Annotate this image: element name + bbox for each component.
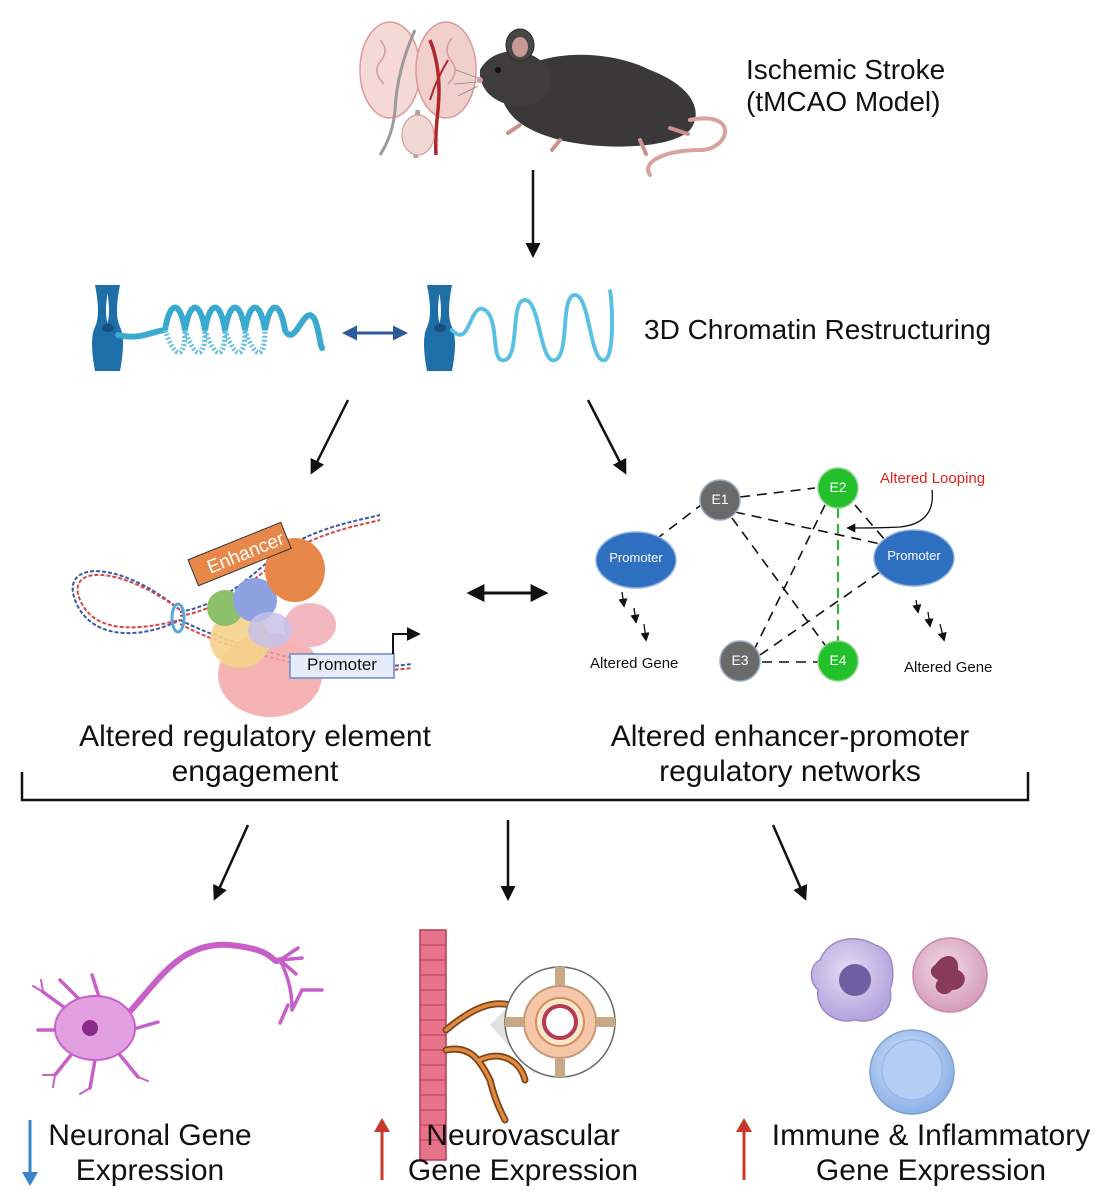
- immune-line2: Gene Expression: [815, 1153, 1047, 1187]
- node-e3-label: E3: [731, 652, 749, 668]
- stroke-title: Ischemic Stroke (tMCAO Model): [746, 54, 945, 118]
- node-promoter-right-label: Promoter: [887, 548, 941, 563]
- stroke-title-line2: (tMCAO Model): [746, 86, 941, 118]
- node-promoter-left: [595, 531, 677, 589]
- chromatin-condensed-fiber: [115, 304, 325, 351]
- neuron-illustration: [32, 941, 324, 1095]
- tss-arrow-icon: [392, 627, 421, 654]
- immune-line1: Immune & Inflammatory: [771, 1119, 1091, 1152]
- gene-arrows-right: [912, 599, 947, 642]
- merge-bracket: [20, 772, 1030, 802]
- node-e4: [817, 640, 859, 682]
- altered-gene-left: Altered Gene: [590, 655, 679, 672]
- chromatin-label: 3D Chromatin Restructuring: [644, 314, 992, 345]
- right-caption-line1: Altered enhancer-promoter: [610, 720, 970, 753]
- left-caption-line1: Altered regulatory element: [79, 720, 431, 753]
- neuron-nucleus-icon: [82, 1020, 98, 1036]
- vessel-crosssection-icon: [504, 966, 616, 1078]
- arrow-to-immune: [771, 824, 808, 901]
- chromatin-open-fiber: [450, 288, 615, 363]
- down-arrow-neuronal-icon: [22, 1120, 38, 1186]
- network-edges: [641, 487, 886, 663]
- node-e3: [719, 640, 761, 682]
- left-panel-caption: Altered regulatory element engagement: [40, 720, 470, 789]
- up-arrow-neurovascular-icon: [374, 1118, 390, 1180]
- node-promoter-right: [873, 529, 955, 587]
- neurovascular-line2: Gene Expression: [407, 1153, 639, 1187]
- altered-gene-right: Altered Gene: [904, 659, 993, 676]
- promoter-text: Promoter: [307, 655, 377, 674]
- arrow-to-neuronal: [213, 824, 250, 901]
- node-e2: [817, 467, 859, 509]
- arrow-to-left-panel: [310, 399, 350, 475]
- mouse-illustration: [453, 28, 727, 177]
- arrow-to-right-panel: [586, 399, 627, 475]
- chromosome-left-icon: [92, 285, 123, 371]
- neuronal-line1: Neuronal Gene: [48, 1119, 252, 1152]
- immune-outcome-label: Immune & Inflammatory Gene Expression: [756, 1119, 1106, 1188]
- altered-looping-pointer: [846, 489, 933, 533]
- neurovascular-outcome-label: Neurovascular Gene Expression: [398, 1119, 648, 1188]
- altered-looping-label: Altered Looping: [880, 470, 986, 487]
- left-caption-line2: engagement: [171, 754, 339, 788]
- chromosome-right-icon: [424, 285, 455, 371]
- enhancer-box: [187, 521, 292, 587]
- neuronal-outcome-label: Neuronal Gene Expression: [40, 1119, 260, 1188]
- promoter-box: [289, 653, 395, 679]
- neuronal-line2: Expression: [75, 1153, 225, 1187]
- node-e1: [699, 479, 741, 521]
- immune-cells-illustration: [810, 937, 988, 1115]
- node-e4-label: E4: [829, 652, 847, 668]
- stroke-title-line1: Ischemic Stroke: [746, 54, 946, 85]
- gene-arrows-left: [618, 591, 650, 642]
- brain-illustration: [359, 21, 477, 159]
- right-caption-line2: regulatory networks: [659, 754, 921, 788]
- node-e2-label: E2: [829, 479, 847, 495]
- neurovascular-line1: Neurovascular: [426, 1119, 620, 1152]
- node-e1-label: E1: [711, 491, 729, 507]
- right-panel-caption: Altered enhancer-promoter regulatory net…: [570, 720, 1010, 789]
- node-promoter-left-label: Promoter: [609, 550, 663, 565]
- up-arrow-immune-icon: [736, 1118, 752, 1180]
